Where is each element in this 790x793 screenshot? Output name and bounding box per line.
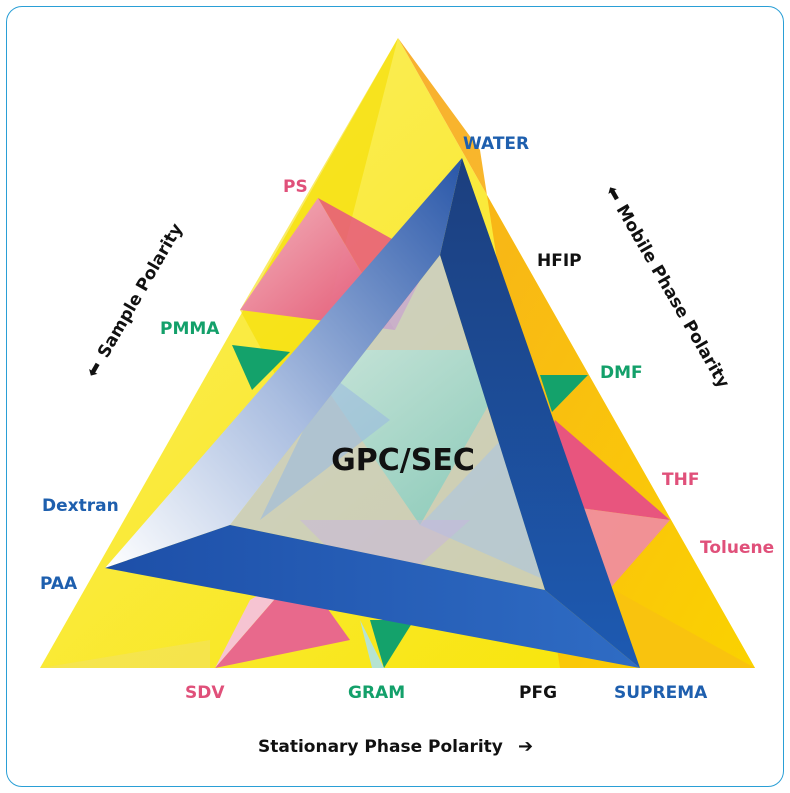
label-dextran: Dextran bbox=[42, 496, 119, 516]
label-pmma: PMMA bbox=[160, 319, 220, 339]
label-thf: THF bbox=[662, 470, 699, 490]
label-ps: PS bbox=[283, 177, 308, 197]
label-water: WATER bbox=[463, 134, 529, 154]
label-suprema: SUPREMA bbox=[614, 683, 708, 703]
label-paa: PAA bbox=[40, 574, 78, 594]
arrow-left-icon: ⬅ bbox=[82, 358, 108, 382]
label-toluene: Toluene bbox=[700, 538, 774, 558]
label-sdv: SDV bbox=[185, 683, 225, 703]
axis-sample-polarity: ⬅ Sample Polarity bbox=[82, 220, 188, 382]
sample-polarity-label: Sample Polarity bbox=[94, 220, 187, 361]
label-pfg: PFG bbox=[519, 683, 557, 703]
axis-mobile-phase-polarity: ⬅ Mobile Phase Polarity bbox=[601, 182, 733, 392]
axis-stationary-phase-polarity: Stationary Phase Polarity ➔ bbox=[258, 736, 533, 757]
diagram-title: GPC/SEC bbox=[331, 443, 475, 478]
arrow-right-icon: ➔ bbox=[518, 736, 533, 757]
label-dmf: DMF bbox=[600, 363, 643, 383]
label-hfip: HFIP bbox=[537, 251, 582, 271]
label-gram: GRAM bbox=[348, 683, 405, 703]
arrow-up-left-icon: ⬅ bbox=[601, 182, 627, 206]
diagram-frame bbox=[6, 6, 784, 787]
stationary-phase-polarity-label: Stationary Phase Polarity bbox=[258, 737, 503, 757]
blue-impossible-triangle bbox=[105, 158, 640, 668]
green-facets bbox=[232, 345, 588, 668]
